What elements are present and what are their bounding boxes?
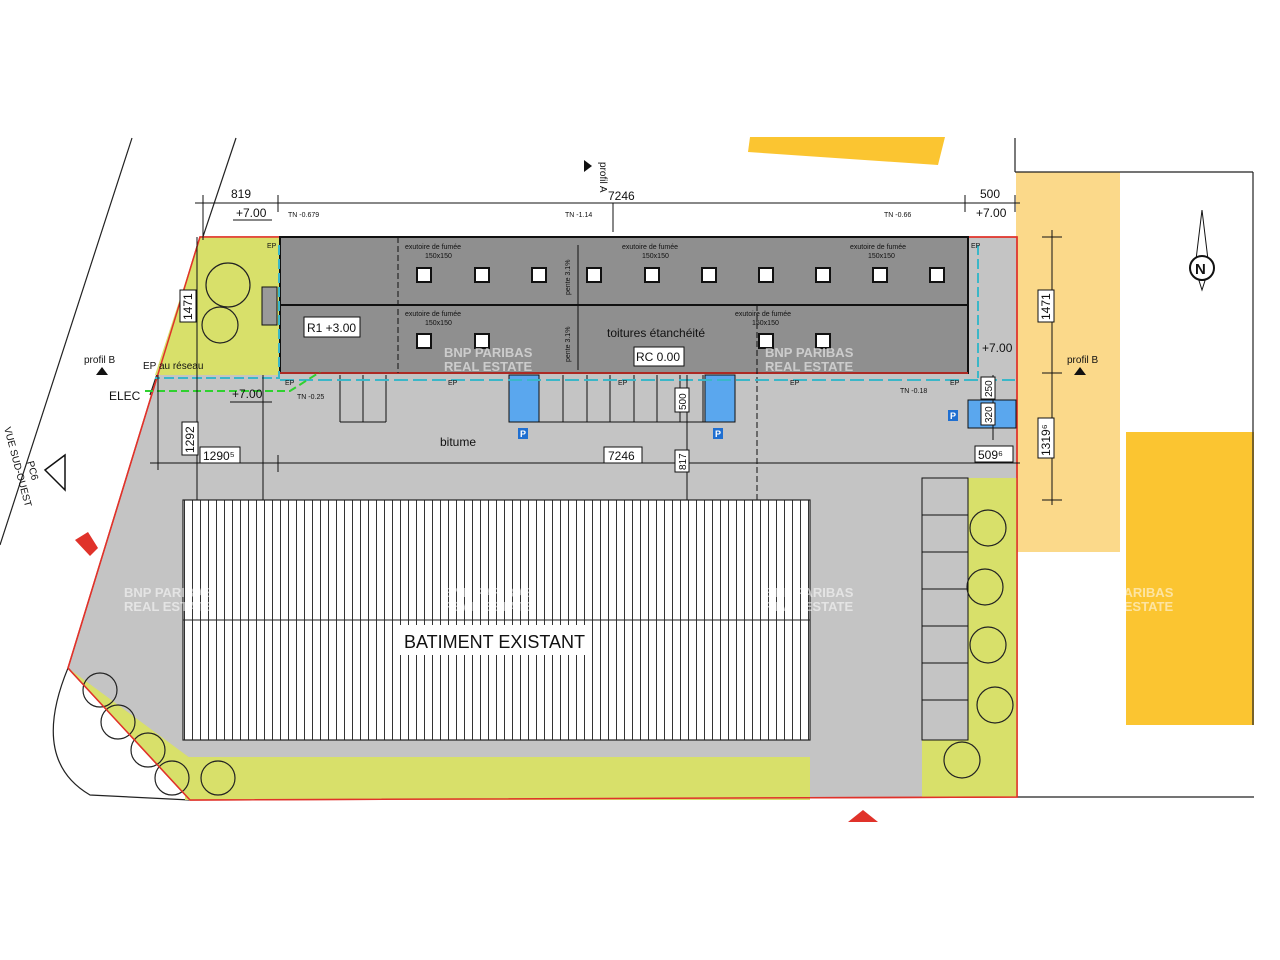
svg-text:REAL ESTATE: REAL ESTATE (444, 599, 532, 614)
svg-text:EP: EP (448, 380, 458, 387)
svg-text:BNP PARIBAS: BNP PARIBAS (1085, 585, 1174, 600)
svg-text:ELEC: ELEC (109, 389, 141, 403)
svg-text:250: 250 (984, 380, 995, 397)
svg-text:P: P (520, 429, 526, 439)
svg-text:EP: EP (285, 380, 295, 387)
existing-building-label: BATIMENT EXISTANT (404, 632, 585, 652)
pmr-icons: P P P (518, 410, 958, 439)
vent-size: 150x150 (868, 253, 895, 260)
svg-text:BNP PARIBAS: BNP PARIBAS (765, 345, 854, 360)
svg-text:7246: 7246 (608, 189, 635, 203)
svg-text:320: 320 (984, 406, 995, 423)
svg-text:N: N (1195, 261, 1206, 278)
svg-text:1319⁶: 1319⁶ (1039, 424, 1053, 456)
svg-text:BNP PARIBAS: BNP PARIBAS (444, 585, 533, 600)
level-labels: +7.00 TN -0.679 TN -1.14 TN -0.66 +7.00 … (230, 206, 1013, 403)
svg-text:1471: 1471 (181, 293, 195, 320)
svg-text:REAL ESTATE: REAL ESTATE (765, 599, 853, 614)
svg-text:REAL ESTATE: REAL ESTATE (124, 599, 212, 614)
view-marker: PC6 VUE SUD-OUEST (1, 426, 66, 508)
svg-text:REAL ESTATE: REAL ESTATE (1085, 599, 1173, 614)
svg-text:REAL ESTATE: REAL ESTATE (444, 359, 532, 374)
svg-text:+7.00: +7.00 (232, 387, 263, 401)
svg-text:profil B: profil B (1067, 355, 1098, 366)
network-labels: EP EP EP EP EP EP EP EP au réseau ELEC p… (84, 160, 1098, 449)
svg-text:TN -1.14: TN -1.14 (565, 212, 592, 219)
svg-text:1292: 1292 (183, 426, 197, 453)
access-arrow-icon (75, 532, 98, 556)
vent-label: exutoire de fumée (735, 311, 791, 318)
svg-text:EP: EP (790, 380, 800, 387)
svg-text:500: 500 (980, 187, 1000, 201)
vent-size: 150x150 (425, 253, 452, 260)
svg-text:profil A: profil A (597, 162, 608, 193)
svg-text:+7.00: +7.00 (976, 206, 1007, 220)
svg-text:profil B: profil B (84, 355, 115, 366)
neighbor-parcel-yellow (1126, 432, 1254, 725)
roof-type-label: toitures étanchéité (607, 326, 705, 340)
svg-text:TN -0.18: TN -0.18 (900, 388, 927, 395)
svg-text:819: 819 (231, 187, 251, 201)
pmr-parking (704, 374, 736, 423)
vent-label: exutoire de fumée (850, 244, 906, 251)
dimension-labels: 819 7246 500 1471 1471 1292 1290⁵ 7246 5… (179, 187, 1055, 473)
level-rc: RC 0.00 (636, 350, 680, 364)
svg-text:+7.00: +7.00 (982, 341, 1013, 355)
level-r1: R1 +3.00 (307, 321, 356, 335)
vent-size: 150x150 (752, 320, 779, 327)
svg-text:TN -0.66: TN -0.66 (884, 212, 911, 219)
surface-label: bitume (440, 435, 476, 449)
svg-text:BNP PARIBAS: BNP PARIBAS (444, 345, 533, 360)
svg-text:EP: EP (971, 243, 981, 250)
neighbor-parcel-light (1016, 172, 1120, 552)
dimension-lines (150, 195, 1062, 505)
green-area-right-low (922, 740, 972, 797)
svg-text:1471: 1471 (1039, 293, 1053, 320)
svg-text:7246: 7246 (608, 449, 635, 463)
svg-text:BNP PARIBAS: BNP PARIBAS (765, 585, 854, 600)
vent-size: 150x150 (425, 320, 452, 327)
svg-text:PC6: PC6 (24, 460, 40, 482)
vent-label: exutoire de fumée (405, 311, 461, 318)
svg-text:REAL ESTATE: REAL ESTATE (765, 359, 853, 374)
svg-text:TN -0.25: TN -0.25 (297, 394, 324, 401)
svg-text:EP: EP (267, 243, 277, 250)
vent-label: exutoire de fumée (622, 244, 678, 251)
svg-text:500: 500 (678, 393, 689, 410)
green-area-bottom (185, 757, 810, 800)
vent-label: exutoire de fumée (405, 244, 461, 251)
access-arrow-icon (848, 810, 878, 822)
svg-text:1290⁵: 1290⁵ (203, 449, 235, 463)
svg-text:509⁶: 509⁶ (978, 448, 1003, 462)
svg-text:P: P (715, 429, 721, 439)
svg-text:P: P (950, 411, 956, 421)
north-arrow-icon: N (1189, 209, 1215, 292)
ep-network-line (155, 245, 280, 379)
slope-label: pente 3.1% (565, 327, 572, 362)
svg-text:817: 817 (678, 453, 689, 470)
svg-text:EP: EP (950, 380, 960, 387)
vent-size: 150x150 (642, 253, 669, 260)
green-area-left (155, 237, 280, 375)
svg-text:EP au réseau: EP au réseau (143, 361, 203, 372)
green-area-right (968, 478, 1017, 797)
svg-text:EP: EP (618, 380, 628, 387)
svg-text:+7.00: +7.00 (236, 206, 267, 220)
smoke-vent-icons (416, 267, 945, 349)
svg-text:BNP PARIBAS: BNP PARIBAS (124, 585, 213, 600)
tree-icons (82, 262, 1014, 796)
elec-network-line (145, 371, 321, 392)
neighbor-parcel-top (748, 137, 945, 165)
pmr-parking (508, 374, 540, 423)
slope-label: pente 3.1% (565, 260, 572, 295)
svg-text:TN -0.679: TN -0.679 (288, 212, 319, 219)
